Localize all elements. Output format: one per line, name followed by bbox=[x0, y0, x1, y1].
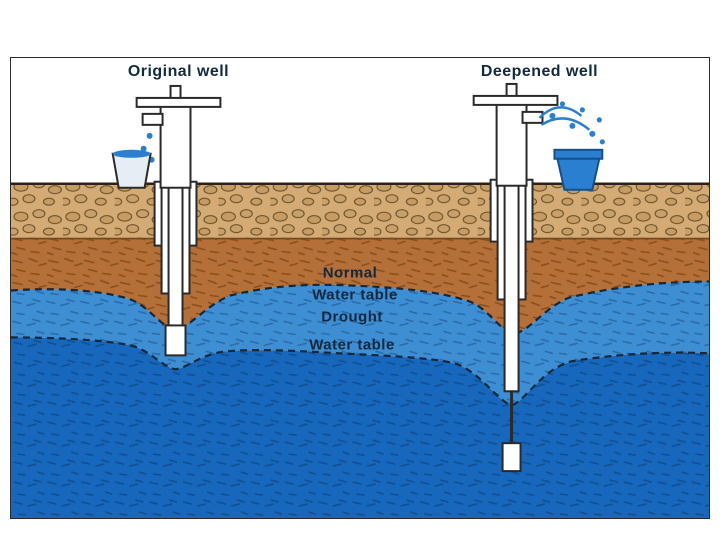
well-diagram-frame: Original well Deepened well Normal Water… bbox=[10, 57, 710, 519]
original-well-inner-pipe bbox=[167, 174, 184, 331]
pot-body bbox=[556, 157, 601, 191]
deepened-well bbox=[472, 82, 605, 473]
normal-water-table-label-line2: Water table bbox=[312, 286, 398, 303]
deepened-well-pump-handle bbox=[472, 94, 559, 106]
drought-water-table-line bbox=[11, 336, 709, 407]
original-well-water-drops bbox=[140, 132, 155, 163]
deepened-well-inner-pipe bbox=[503, 172, 520, 393]
drought-water-table-label-line2: Water table bbox=[309, 336, 395, 353]
gravel-texture bbox=[11, 183, 709, 239]
original-well-pump-body bbox=[159, 104, 192, 189]
original-well bbox=[111, 84, 222, 357]
bucket bbox=[111, 152, 152, 189]
bucket-water bbox=[112, 149, 151, 158]
deepened-well-spout bbox=[521, 110, 544, 124]
deepened-well-splash bbox=[538, 106, 591, 131]
original-well-pump-cylinder bbox=[164, 324, 187, 357]
original-well-pump-handle bbox=[135, 96, 222, 108]
diagram-canvas: Original well Deepened well Normal Water… bbox=[11, 58, 709, 518]
deepened-well-splash-drops bbox=[549, 101, 605, 145]
drought-water-table-label-line1: Drought bbox=[321, 308, 383, 325]
original-well-spout bbox=[141, 112, 164, 126]
original-well-label: Original well bbox=[128, 63, 229, 80]
deepened-well-pump-cylinder bbox=[501, 442, 522, 473]
pot-rim bbox=[553, 148, 604, 160]
deepened-well-label: Deepened well bbox=[481, 63, 598, 80]
normal-water-table-label-line1: Normal bbox=[323, 265, 377, 282]
normal-water-table-line bbox=[11, 280, 709, 335]
deep-groundwater-texture bbox=[11, 337, 709, 518]
